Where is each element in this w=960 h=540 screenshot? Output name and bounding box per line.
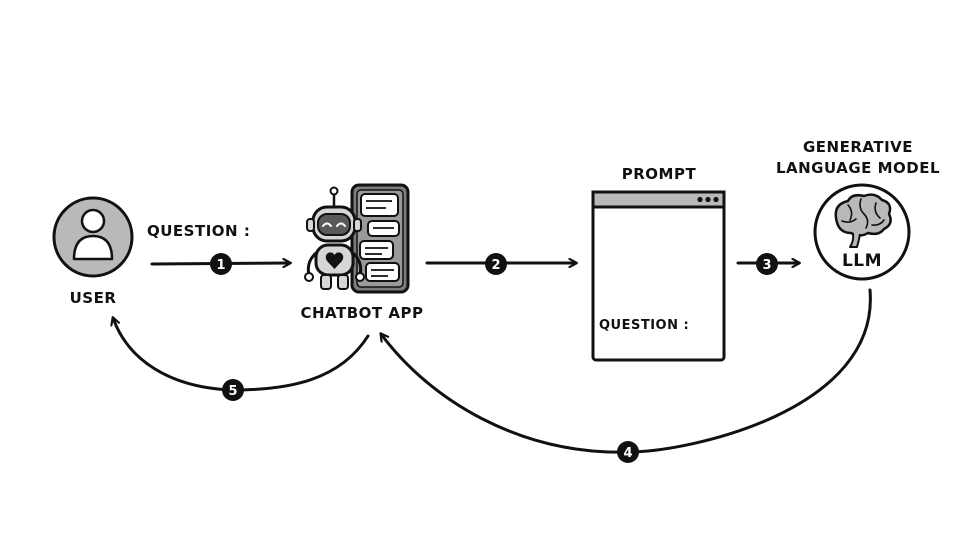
window-dot-icon bbox=[697, 196, 703, 203]
step-3-number: 3 bbox=[762, 258, 771, 273]
window-dot-icon bbox=[705, 196, 711, 203]
prompt-question-label: QUESTION : bbox=[599, 318, 689, 333]
prompt-title: PROMPT bbox=[622, 165, 697, 183]
step-badge-3: 3 bbox=[756, 253, 778, 275]
step-5-number: 5 bbox=[228, 384, 237, 399]
brain-icon bbox=[834, 193, 892, 248]
user-label: USER bbox=[70, 289, 117, 307]
step-badge-4: 4 bbox=[617, 441, 639, 463]
user-avatar-icon bbox=[52, 196, 134, 278]
step-badge-2: 2 bbox=[485, 253, 507, 275]
chat-phone-icon bbox=[350, 183, 410, 294]
model-title-line1: GENERATIVE bbox=[803, 138, 913, 156]
chatbot-app-label: CHATBOT APP bbox=[301, 304, 424, 322]
step-badge-1: 1 bbox=[210, 253, 232, 275]
step-1-number: 1 bbox=[216, 258, 225, 273]
robot-icon bbox=[304, 186, 365, 290]
llm-label: LLM bbox=[842, 251, 882, 271]
arrow-chatbot-to-user bbox=[113, 318, 370, 392]
step-4-number: 4 bbox=[623, 446, 632, 461]
prompt-window bbox=[591, 190, 726, 362]
window-dot-icon bbox=[713, 196, 719, 203]
step-badge-5: 5 bbox=[222, 379, 244, 401]
model-title-line2: LANGUAGE MODEL bbox=[776, 159, 940, 177]
step-2-number: 2 bbox=[491, 258, 500, 273]
question-label: QUESTION : bbox=[147, 222, 250, 240]
